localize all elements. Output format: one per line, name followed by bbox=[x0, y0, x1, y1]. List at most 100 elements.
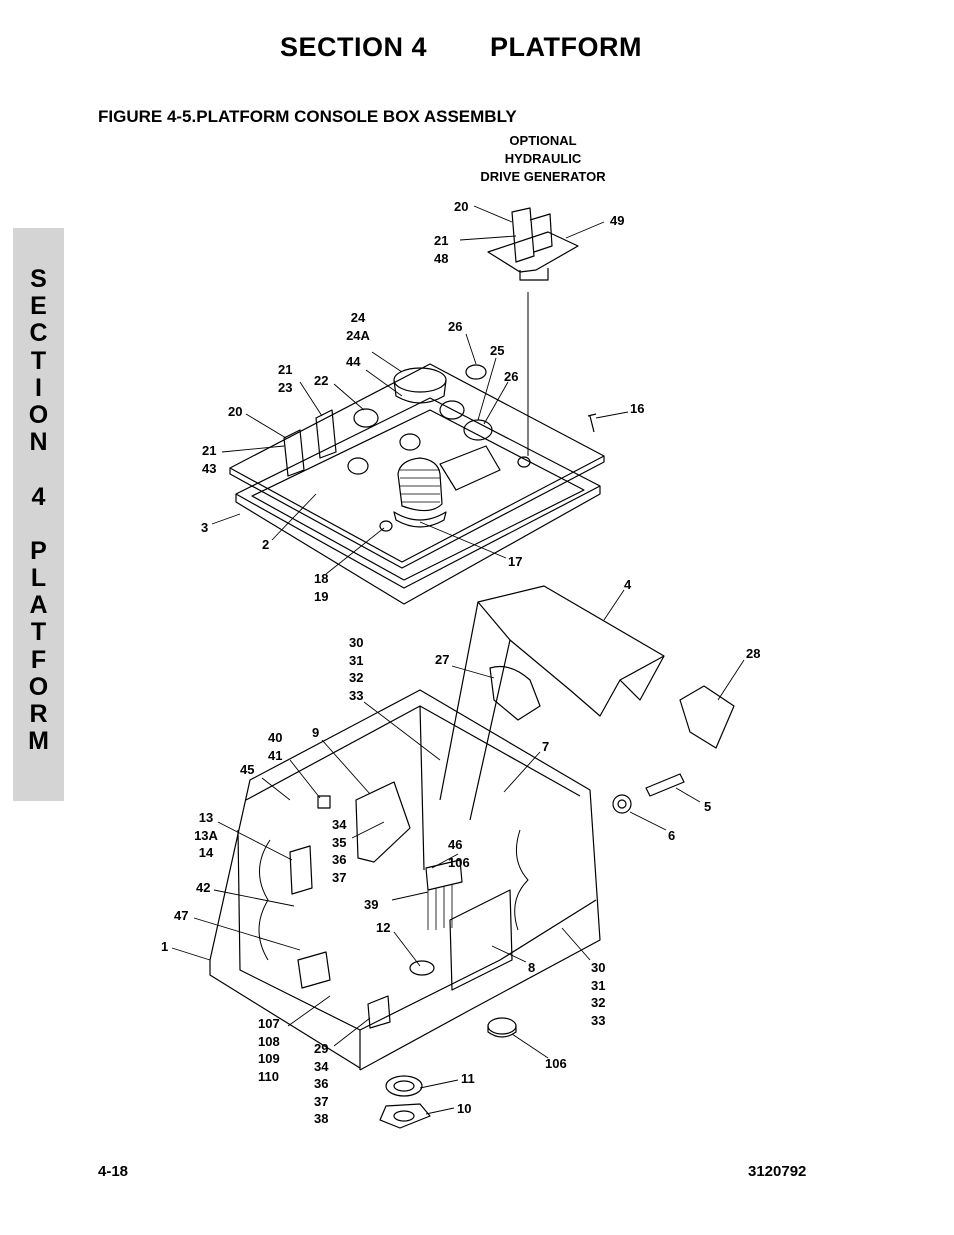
callout-number: 16 bbox=[630, 401, 645, 416]
callout-number: 49 bbox=[610, 213, 625, 228]
callout-106: 106 bbox=[545, 1055, 567, 1073]
console-cover bbox=[439, 585, 665, 821]
callout-13-13a-14: 13 13A 14 bbox=[192, 809, 220, 862]
callout-6: 6 bbox=[668, 827, 675, 845]
callout-number: 108 bbox=[258, 1033, 280, 1049]
callout-number: 17 bbox=[508, 554, 523, 569]
callout-number: 7 bbox=[542, 739, 550, 754]
callout-number: 21 bbox=[434, 233, 449, 248]
callout-number: 21 bbox=[278, 362, 293, 377]
side-tab-letter: C bbox=[29, 319, 48, 348]
callout-number: 13 bbox=[198, 810, 214, 825]
callout-number: 37 bbox=[332, 869, 347, 885]
doc-number: 3120792 bbox=[748, 1163, 807, 1180]
optional-note: OPTIONAL HYDRAULIC DRIVE GENERATOR bbox=[468, 132, 618, 186]
callout-27: 27 bbox=[435, 651, 449, 669]
callout-number: 9 bbox=[312, 725, 320, 740]
callout-number: 40 bbox=[268, 730, 283, 745]
callout-number: 24 bbox=[350, 310, 366, 325]
callout-number: 41 bbox=[268, 747, 283, 763]
section-number: SECTION 4 bbox=[280, 32, 428, 62]
side-tab-letter: T bbox=[30, 618, 47, 647]
callout-number: 11 bbox=[461, 1071, 475, 1086]
callout-number: 109 bbox=[258, 1051, 280, 1066]
callout-20-top: 20 bbox=[454, 198, 468, 216]
callout-number: 110 bbox=[258, 1068, 279, 1084]
callout-number: 33 bbox=[591, 1012, 606, 1028]
callout-number: 36 bbox=[332, 852, 347, 867]
side-tab-letter: N bbox=[29, 428, 48, 457]
callout-3: 3 bbox=[201, 519, 208, 537]
callout-number: 34 bbox=[314, 1058, 329, 1074]
callout-34-37: 34 35 36 37 bbox=[332, 816, 346, 886]
console-box bbox=[209, 689, 601, 1071]
callout-number: 30 bbox=[591, 960, 606, 975]
callout-number: 2 bbox=[262, 537, 270, 552]
callout-number: 22 bbox=[314, 373, 329, 388]
callout-9: 9 bbox=[312, 724, 319, 742]
callout-22: 22 bbox=[314, 372, 328, 390]
optional-note-line: HYDRAULIC bbox=[504, 151, 582, 166]
callout-number: 39 bbox=[364, 897, 379, 912]
callout-number: 24A bbox=[346, 327, 370, 343]
callout-number: 20 bbox=[454, 199, 469, 214]
callout-39: 39 bbox=[364, 896, 378, 914]
side-tab-letter: S bbox=[30, 265, 47, 293]
console-top-plate bbox=[229, 363, 605, 605]
callout-number: 106 bbox=[545, 1056, 567, 1071]
callout-number: 21 bbox=[202, 443, 217, 458]
callout-number: 46 bbox=[448, 837, 463, 852]
side-tab-letter: L bbox=[30, 564, 47, 593]
callout-number: 12 bbox=[376, 920, 391, 935]
page-number: 4-18 bbox=[98, 1163, 129, 1180]
side-tab-letter: A bbox=[29, 591, 48, 620]
optional-note-line: DRIVE GENERATOR bbox=[480, 169, 606, 184]
side-tab-letter: 4 bbox=[31, 482, 46, 511]
callout-number: 10 bbox=[457, 1101, 472, 1116]
callout-17: 17 bbox=[508, 553, 522, 571]
callout-number: 31 bbox=[349, 652, 364, 668]
callout-2: 2 bbox=[262, 536, 269, 554]
callout-number: 23 bbox=[278, 379, 293, 395]
callout-number: 48 bbox=[434, 250, 449, 266]
callout-number: 35 bbox=[332, 834, 347, 850]
side-tab-letter: O bbox=[28, 400, 49, 429]
figure-title: FIGURE 4-5.PLATFORM CONSOLE BOX ASSEMBLY bbox=[98, 107, 517, 126]
misc-parts bbox=[289, 665, 735, 1129]
callout-45: 45 bbox=[240, 761, 254, 779]
callout-number: 14 bbox=[198, 845, 214, 860]
callout-number: 30 bbox=[349, 635, 364, 650]
optional-note-line: OPTIONAL bbox=[509, 133, 577, 148]
side-tab-letter: F bbox=[30, 645, 47, 674]
callout-10: 10 bbox=[457, 1100, 471, 1118]
callout-number: 37 bbox=[314, 1093, 329, 1109]
callout-number: 36 bbox=[314, 1076, 329, 1091]
callout-number: 5 bbox=[704, 799, 712, 814]
callout-8: 8 bbox=[528, 959, 535, 977]
callout-number: 13A bbox=[194, 827, 218, 843]
callout-number: 47 bbox=[174, 908, 189, 923]
callout-12: 12 bbox=[376, 919, 390, 937]
callout-leaders bbox=[171, 205, 745, 1115]
callout-number: 18 bbox=[314, 571, 329, 586]
callout-number: 1 bbox=[161, 939, 169, 954]
callout-number: 42 bbox=[196, 880, 211, 895]
callout-number: 25 bbox=[490, 343, 505, 358]
callout-number: 33 bbox=[349, 687, 364, 703]
callout-number: 43 bbox=[202, 460, 217, 476]
callout-20: 20 bbox=[228, 403, 242, 421]
callout-number: 8 bbox=[528, 960, 536, 975]
callout-number: 34 bbox=[332, 817, 347, 832]
callout-25: 25 bbox=[490, 342, 504, 360]
side-tab-letter: T bbox=[30, 346, 47, 375]
callout-number: 29 bbox=[314, 1041, 329, 1056]
